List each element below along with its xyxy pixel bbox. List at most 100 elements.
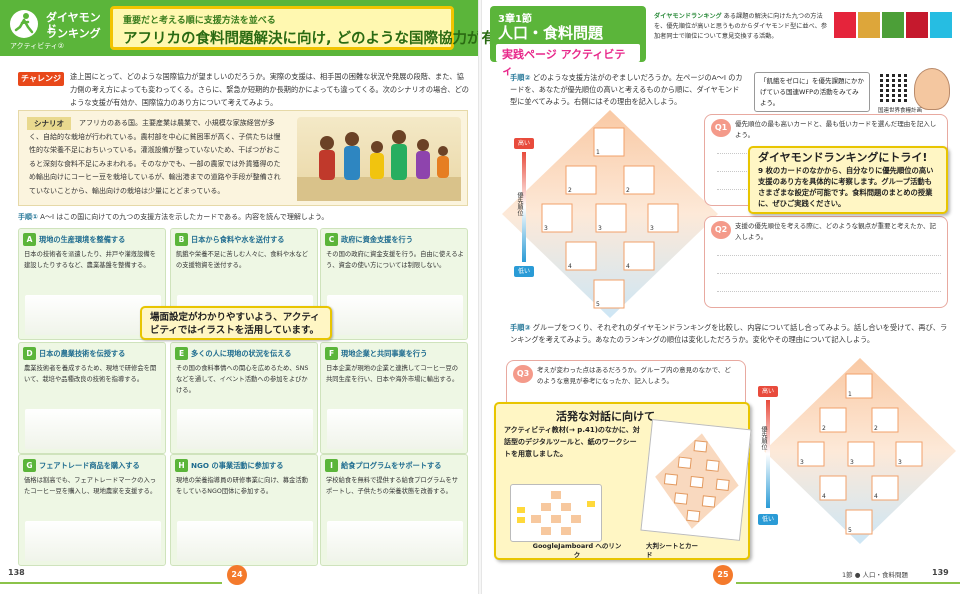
card-text: 日本の技術者を派遣したり、井戸や灌漑設備を建設したりするなど、農業基盤を整備する… [24, 251, 156, 269]
card-key: G [23, 459, 36, 472]
diamond1-num: 2 [568, 187, 572, 194]
axis-mid: 優先順位 [516, 192, 523, 216]
axis2-high: 高い [758, 386, 778, 397]
diamond2-num: 4 [874, 493, 878, 500]
chapter-box: 3章1節 人口・食料問題 実践ページ アクティビティ [490, 6, 646, 77]
card-text: 飢餓や栄養不足に苦しむ人々に、食料や水などの支援物資を送付する。 [176, 251, 309, 269]
wfp-label: 国連世界食糧計画 [878, 108, 923, 114]
footer-section: 1節 ● 人口・食料問題 [842, 571, 908, 579]
page-title-box: 重要だと考える順に支援方法を並べる アフリカの食料問題解決に向け, どのような国… [110, 6, 533, 50]
wfp-note: 「飢餓をゼロに」を優先課題にかかげている国連WFPの活動をみてみよう。 [754, 72, 870, 112]
card-key: A [23, 233, 36, 246]
diamond1-num: 1 [596, 149, 600, 156]
card-key: E [175, 347, 188, 360]
q2-badge: Q2 [711, 221, 731, 239]
diamond1-num: 2 [626, 187, 630, 194]
step2-text: 手順② どのような支援方法がのぞましいだろうか。左ページのA〜I のカードを、あ… [510, 72, 746, 108]
card-key: F [325, 347, 338, 360]
card-key: D [23, 347, 36, 360]
jamboard-label: GoogleJamboard へのリンク [532, 542, 622, 559]
sdg6-icon [930, 12, 952, 38]
card-title: 日本から食料や水を送付する [191, 235, 285, 244]
axis-low: 低い [514, 266, 534, 277]
q1-text: 優先順位の最も高いカードと、最も低いカードを選んだ理由を記入しよう。 [735, 120, 937, 139]
page-marker-25: 25 [713, 565, 733, 585]
card-title: 現地の生産環境を整備する [39, 235, 126, 244]
mascot-icon [914, 68, 950, 110]
diamond1-num: 4 [626, 263, 630, 270]
step2-label: 手順② [510, 73, 531, 82]
sdg2-icon [858, 12, 880, 38]
diamond2-num: 2 [822, 425, 826, 432]
axis-high: 高い [514, 138, 534, 149]
step1-body: A〜I はこの国に向けての九つの支援方法を示したカードである。内容を読んで理解し… [40, 213, 329, 221]
card-title: 日本の農業技術を伝授する [39, 349, 126, 358]
runner-icon [10, 10, 38, 38]
card-key: C [325, 233, 338, 246]
dialog-text: アクティビティ教材(→ p.41)のなかに、対話型のデジタルツールと、紙のワーク… [504, 426, 640, 458]
card-title: 現地企業と共同事業を行う [341, 349, 428, 358]
footer-line-right [736, 582, 960, 584]
worksheet-thumbnail [640, 419, 752, 541]
try-title: ダイヤモンドランキングにトライ! [758, 151, 928, 164]
section-title: 人口・食料問題 [498, 24, 604, 42]
diamond2-num: 4 [822, 493, 826, 500]
farming-illustration [25, 409, 161, 449]
book-gutter [478, 0, 482, 594]
diamond2-num: 3 [898, 459, 902, 466]
chapter-label: 3章1節 [498, 14, 532, 25]
axis2-mid: 優先順位 [760, 426, 767, 450]
page-title: アフリカの食料問題解決に向け, どのような国際協力が有効か? [123, 31, 534, 47]
activity-description-label: ダイヤモンドランキング [654, 13, 722, 20]
diamond-ranking-2: 1 2 2 3 3 3 4 4 5 [764, 358, 956, 544]
card-text: 農業技術者を養成するため、現地で研修会を開いて、栽培や品種改良の技術を指導する。 [24, 365, 157, 383]
question-2-box: Q2 支援の優先順位を考える際に、どのような観点が重要と考えたか、記入しよう。 [704, 216, 948, 308]
left-page: ダイヤモンド ランキング アクティビティ② 重要だと考える順に支援方法を並べる … [0, 0, 534, 585]
step2-body: どのような支援方法がのぞましいだろうか。左ページのA〜I のカードを、あなたが優… [510, 73, 743, 106]
badge-line2: ランキング [46, 27, 101, 40]
card-key: H [175, 459, 188, 472]
diamond2-num: 3 [850, 459, 854, 466]
challenge-label: チャレンジ [18, 72, 64, 86]
diamond1-num: 3 [544, 225, 548, 232]
step1-text: 手順① A〜I はこの国に向けての九つの支援方法を示したカードである。内容を読ん… [18, 212, 468, 222]
sdg4-icon [906, 12, 928, 38]
sdg1-icon [834, 12, 856, 38]
badge-sub: アクティビティ② [10, 42, 65, 50]
footer-line-left [0, 582, 222, 584]
card-key: B [175, 233, 188, 246]
jamboard-thumbnail[interactable] [510, 484, 602, 542]
sheet-label: 大判シートとカード [646, 542, 698, 559]
partnership-illustration [327, 409, 463, 449]
practice-label: 実践ページ アクティビティ [496, 44, 640, 77]
dialog-title: 活発な対話に向けて [556, 410, 655, 423]
card-text: 学校給食を無料で提供する給食プログラムをサポートし、子供たちの栄養状態を改善する… [326, 477, 459, 495]
diamond1-num: 5 [596, 301, 600, 308]
activity-description-text: ある課題の解決に向けた九つの方法を、優先順位が高いと思うものからダイヤモンド型に… [654, 13, 828, 40]
q3-text: 考えが変わった点はあるだろうか。グループ内の意見のなかで、どのような意見が参考に… [537, 366, 731, 385]
diamond-ranking-1: 1 2 2 3 3 3 4 4 5 [502, 110, 718, 318]
step3-text: 手順③ グループをつくり、それぞれのダイヤモンドランキングを比較し、内容について… [510, 322, 954, 346]
page-subtitle: 重要だと考える順に支援方法を並べる [123, 16, 276, 26]
activity-badge: ダイヤモンド ランキング アクティビティ② [4, 4, 108, 52]
badge-line1: ダイヤモンド [46, 11, 101, 36]
scenario-label: シナリオ [27, 117, 71, 130]
step3-label: 手順③ [510, 323, 531, 332]
card-text: 価格は割高でも、フェアトレードマークの入ったコーヒー豆を購入し、現地農家を支援す… [24, 477, 157, 495]
diamond1-num: 3 [598, 225, 602, 232]
diamond2-num: 3 [800, 459, 804, 466]
step1-label: 手順① [18, 213, 38, 221]
illustration-callout: 場面設定がわかりやすいよう、アクティビティではイラストを活用しています。 [140, 306, 332, 340]
family-illustration [297, 117, 461, 201]
card-title: NGO の事業活動に参加する [191, 461, 284, 470]
scenario-box: アフリカのある国。主要産業は農業で、小規模な家族経営が多く、自給的な栽培が行われ… [18, 110, 468, 206]
coffee-bag-illustration [25, 521, 161, 561]
q1-badge: Q1 [711, 119, 731, 137]
qr-code-overlay [880, 72, 910, 102]
axis2-low: 低い [758, 514, 778, 525]
